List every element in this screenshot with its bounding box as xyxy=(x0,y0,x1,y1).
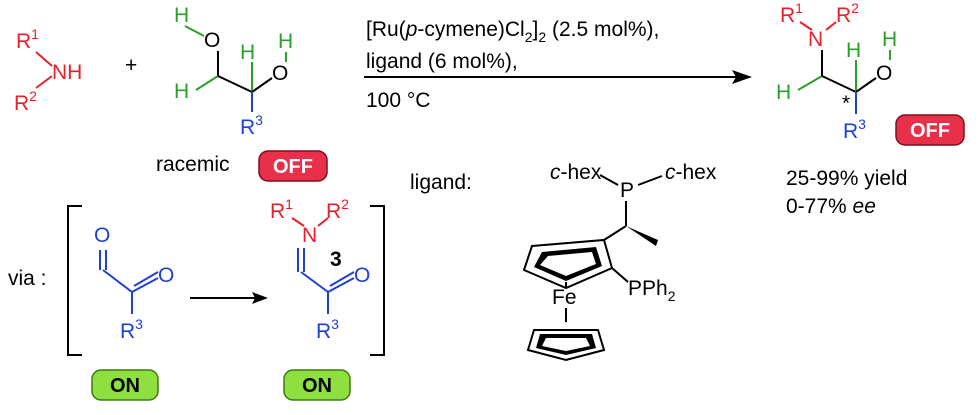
svg-text:P: P xyxy=(620,179,634,202)
off-badge-reagent: OFF xyxy=(258,150,328,182)
svg-text:Fe: Fe xyxy=(552,286,577,309)
product-structure: R1 N R2 H H * O H R3 xyxy=(776,0,897,143)
imine-intermediate-3: R1 N R2 3 O R3 xyxy=(270,196,370,343)
svg-text:H: H xyxy=(174,80,189,103)
reaction-conditions: [Ru(p-cymene)Cl2]2 (2.5 mol%), ligand (6… xyxy=(366,18,659,112)
on-badge-ketoaldehyde: ON xyxy=(91,369,159,401)
svg-text:c-hex: c-hex xyxy=(550,161,602,184)
svg-text:PPh2: PPh2 xyxy=(628,277,676,304)
svg-text:O: O xyxy=(158,264,174,287)
svg-text:100 °C: 100 °C xyxy=(366,89,430,112)
svg-text:H: H xyxy=(278,30,293,53)
svg-text:ligand (6 mol%),: ligand (6 mol%), xyxy=(366,50,518,73)
svg-text:[Ru(p-cymene)Cl2]2 (2.5 mol%),: [Ru(p-cymene)Cl2]2 (2.5 mol%), xyxy=(366,18,659,45)
mechanism-arrow xyxy=(190,292,268,304)
svg-text:H: H xyxy=(846,39,861,62)
svg-text:H: H xyxy=(174,4,189,27)
on-badge-imine: ON xyxy=(283,369,351,401)
svg-text:*: * xyxy=(842,92,850,115)
svg-text:R2: R2 xyxy=(836,0,859,27)
mechanism-brackets xyxy=(67,205,385,356)
svg-text:R3: R3 xyxy=(843,116,866,143)
svg-text:O: O xyxy=(94,224,110,247)
svg-text:N: N xyxy=(808,28,823,51)
svg-text:H: H xyxy=(240,41,255,64)
compound-number: 3 xyxy=(330,248,342,271)
svg-text:ligand:: ligand: xyxy=(410,171,472,194)
ketoaldehyde-structure: O O R3 xyxy=(94,224,174,343)
svg-text:R1: R1 xyxy=(16,26,39,53)
svg-text:R3: R3 xyxy=(240,112,263,139)
svg-text:c-hex: c-hex xyxy=(665,161,717,184)
svg-text:NH: NH xyxy=(52,61,82,84)
svg-text:R2: R2 xyxy=(326,196,349,223)
svg-text:O: O xyxy=(204,29,220,52)
svg-text:OFF: OFF xyxy=(910,120,950,142)
svg-text:R3: R3 xyxy=(120,316,143,343)
svg-text:OFF: OFF xyxy=(273,156,313,178)
ligand-structure: ligand: c-hex c-hex P PPh2 Fe xyxy=(410,161,717,362)
svg-text:O: O xyxy=(354,264,370,287)
svg-text:R3: R3 xyxy=(316,316,339,343)
svg-text:H: H xyxy=(776,81,791,104)
diol-reagent: H O H H O H R3 xyxy=(174,4,293,139)
plus-sign: + xyxy=(125,54,137,77)
racemic-label: racemic xyxy=(156,153,230,176)
svg-text:O: O xyxy=(272,62,288,85)
svg-text:N: N xyxy=(302,224,317,247)
off-badge-product: OFF xyxy=(895,114,965,146)
svg-text:R1: R1 xyxy=(270,196,293,223)
amine-reagent: R1 NH R2 xyxy=(14,26,82,115)
via-label: via : xyxy=(8,267,47,290)
svg-text:ON: ON xyxy=(110,375,140,397)
svg-text:R1: R1 xyxy=(780,0,803,27)
reaction-arrow xyxy=(364,70,752,84)
amine-nitrogen: N xyxy=(52,61,67,84)
svg-text:R2: R2 xyxy=(14,88,37,115)
svg-text:H: H xyxy=(882,28,897,51)
svg-text:ON: ON xyxy=(302,375,332,397)
yield-text: 25-99% yield xyxy=(786,167,907,190)
ee-text: 0-77% ee xyxy=(786,195,876,218)
svg-text:O: O xyxy=(876,62,892,85)
